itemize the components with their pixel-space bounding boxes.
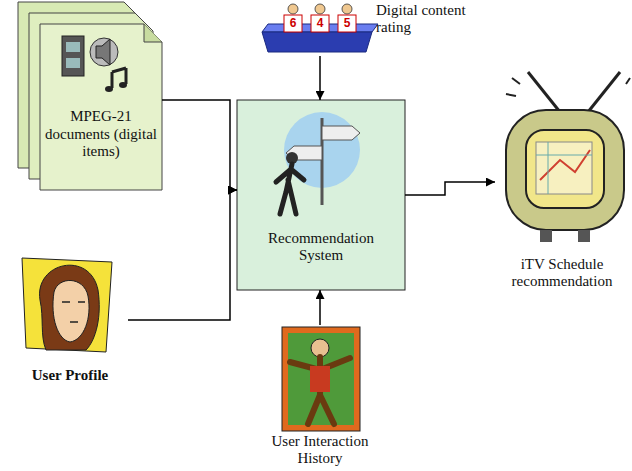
tv-illustration-part — [536, 142, 592, 194]
node-text: iTV Schedule recommendation — [503, 256, 621, 291]
node-text: User Interaction History — [264, 433, 376, 468]
tv-illustration-part — [578, 230, 590, 242]
flow-arrow — [319, 290, 321, 325]
media-icons-part — [105, 86, 113, 92]
score-card-number: 6 — [284, 15, 302, 32]
history-illustration-part — [310, 366, 330, 392]
media-icons-part — [66, 58, 80, 68]
signpost-icon-part — [237, 100, 405, 290]
document-stack — [18, 2, 162, 190]
tv-illustration-part — [506, 110, 624, 230]
rating-illustration-part — [262, 32, 372, 52]
history-illustration-part — [290, 357, 350, 424]
signpost-icon-part — [276, 164, 304, 214]
rating-illustration-part — [342, 4, 352, 14]
node-text: MPEG-21 documents (digital items) — [44, 108, 158, 160]
tv-illustration-part — [526, 130, 604, 208]
rating-illustration-part — [288, 4, 298, 14]
media-icons-part — [119, 82, 127, 88]
document-stack-node: MPEG-21 documents (digital items) — [40, 26, 162, 190]
actor-node: User Profile — [12, 252, 128, 386]
flow-arrow — [319, 56, 321, 100]
rating-illustration-part — [338, 15, 356, 32]
score-card-number: 5 — [338, 15, 356, 32]
signpost-icon-part — [322, 126, 360, 140]
rating-illustration-part — [311, 15, 329, 32]
flow-arrow — [405, 182, 495, 195]
score-card-number: 4 — [311, 15, 329, 32]
rating-illustration-part — [284, 15, 302, 32]
document-stack-part — [144, 24, 162, 42]
history-illustration-part — [282, 327, 360, 431]
flow-arrow — [162, 100, 237, 190]
user-face-part — [53, 280, 89, 342]
user-face-part — [62, 302, 85, 322]
user-face — [22, 258, 112, 352]
media-icons-part — [62, 36, 84, 76]
tv-illustration-part — [588, 72, 620, 112]
media-icons-part — [112, 68, 126, 88]
media-icons — [62, 36, 127, 92]
history-illustration-part — [288, 333, 354, 425]
history-illustration — [282, 327, 360, 431]
signpost-icon — [237, 100, 405, 290]
media-icons-part — [90, 38, 118, 66]
rating-illustration-part — [315, 4, 325, 14]
media-icons-part — [66, 42, 80, 52]
media-icons-part — [96, 39, 110, 65]
user-face-part — [40, 265, 100, 350]
history-node: User Interaction History — [262, 325, 378, 469]
user-face-part — [22, 258, 112, 352]
node-text: Recommendation System — [262, 230, 380, 265]
tv-illustration-part — [540, 230, 552, 242]
flow-arrow — [128, 190, 237, 320]
node-text: Digital content rating — [376, 2, 472, 37]
process-box: Recommendation System — [237, 100, 405, 290]
document-stack-part — [40, 24, 162, 190]
tv-illustration — [506, 72, 630, 242]
output-node: iTV Schedule recommendation — [495, 66, 629, 292]
tv-illustration-part — [528, 72, 560, 112]
node-text: User Profile — [32, 367, 109, 384]
tv-illustration-part — [536, 142, 592, 194]
rating-illustration — [262, 4, 378, 52]
tv-illustration-part — [506, 78, 630, 96]
